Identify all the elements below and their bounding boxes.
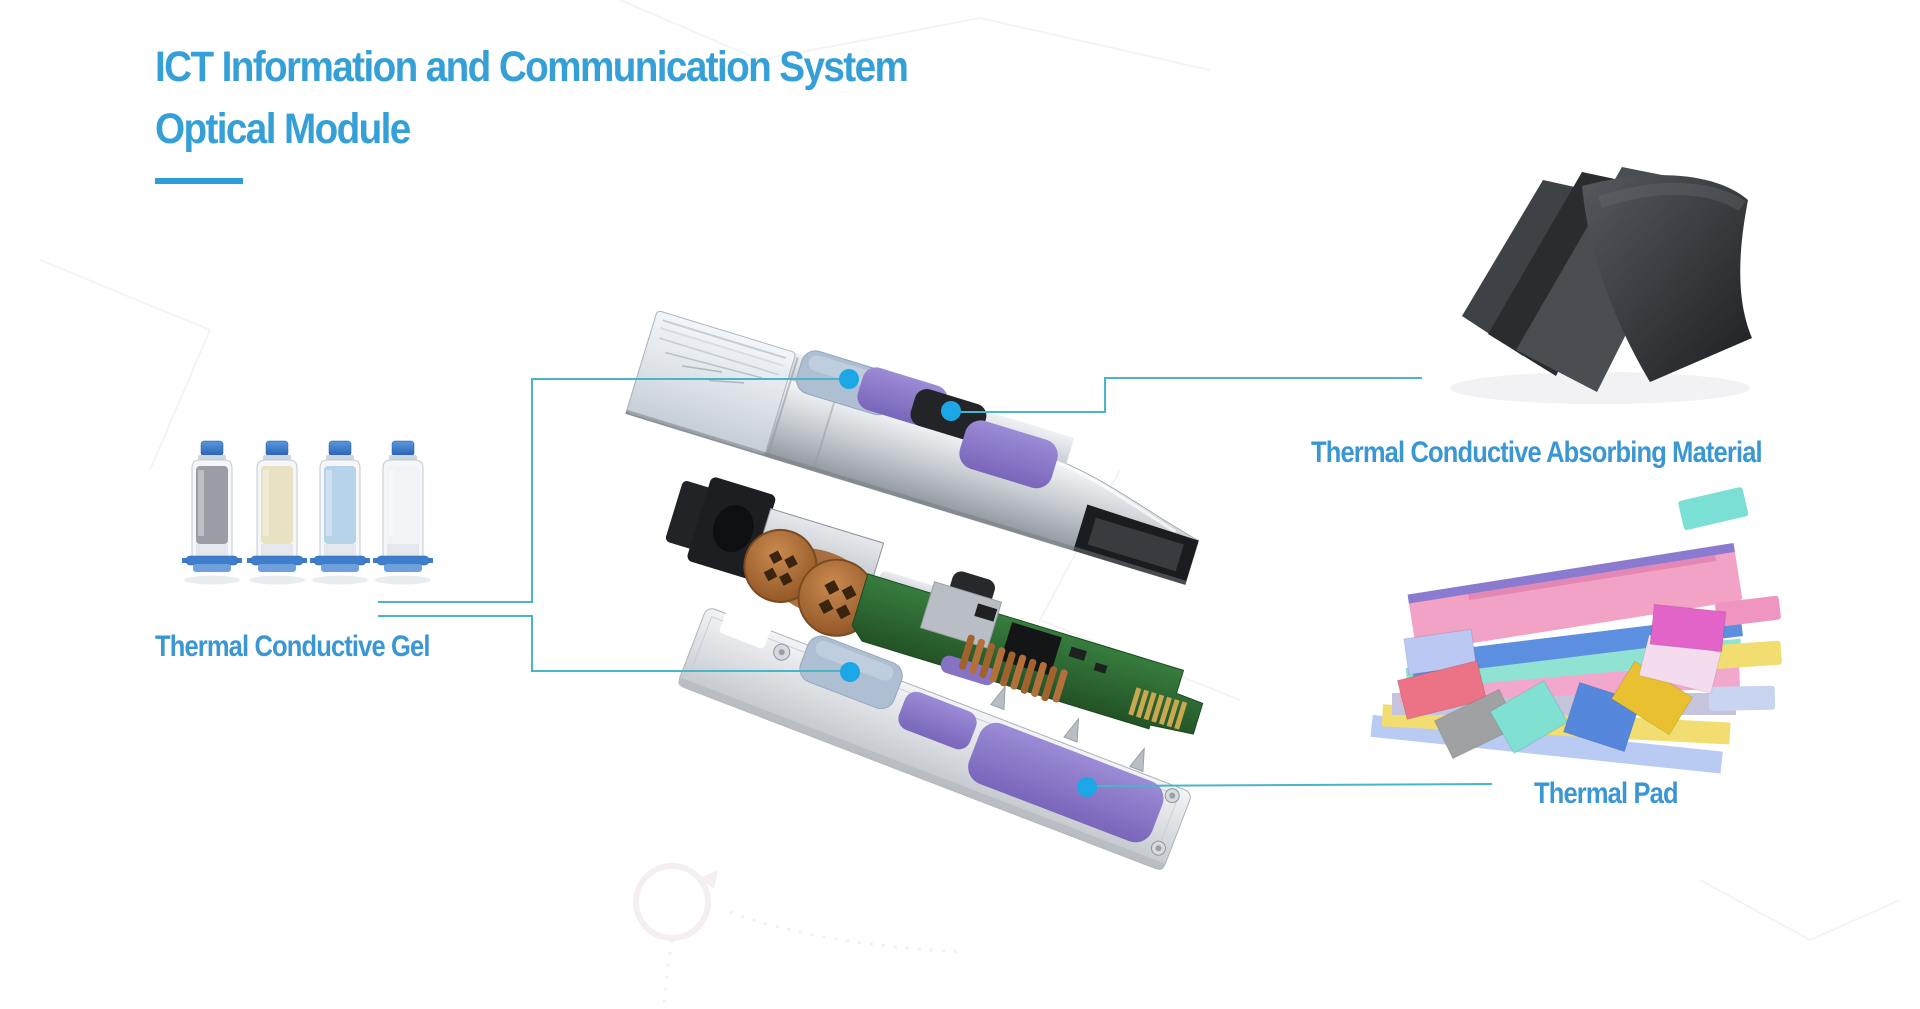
hotspot-dot-gel-bottom: [840, 662, 860, 682]
absorbing-sheet-curved: [1582, 175, 1752, 382]
title-line-1: ICT Information and Communication System: [155, 43, 909, 91]
plate-post: [1063, 717, 1080, 743]
gel-syringe-1: [182, 440, 242, 585]
sample-pad: [1489, 680, 1569, 754]
gold-edge-fingers: [1128, 687, 1188, 730]
sample-pad: [1649, 603, 1727, 653]
optical-module-optical-engine: [665, 477, 1204, 735]
label-thermal-conductive-gel: Thermal Conductive Gel: [155, 630, 430, 663]
syringe-flange: [250, 555, 304, 566]
page-title: ICT Information and Communication System…: [155, 36, 991, 160]
plate-post: [1129, 746, 1145, 773]
purple-pad-bottom-small: [898, 691, 977, 750]
label-thermal-pad: Thermal Pad: [1534, 777, 1679, 810]
pad-tab: [1715, 595, 1781, 627]
thermal-pad-stack-illustration: [1370, 487, 1782, 774]
pad-tab: [1714, 640, 1782, 669]
syringe-cap: [200, 440, 224, 457]
title-underline: [155, 178, 243, 184]
hotspot-dot-gel-top: [839, 369, 859, 389]
hotspot-dot-absorbing: [941, 401, 961, 421]
pad-tab: [1678, 487, 1749, 531]
sample-pad: [1396, 660, 1488, 720]
syringe-cap: [265, 440, 289, 457]
callout-connectors: [378, 377, 1493, 787]
purple-pad-bottom-large: [968, 722, 1164, 843]
thermal-gel-syringes-illustration: [182, 440, 433, 585]
connector-line-pad: [1086, 783, 1493, 787]
label-thermal-conductive-absorbing-material: Thermal Conductive Absorbing Material: [1311, 436, 1763, 469]
optical-module-bottom-plate: [678, 608, 1191, 871]
metal-lid-chip: [919, 581, 1003, 649]
watermark-logo-circle: [633, 863, 711, 941]
pad-tab: [1708, 685, 1776, 711]
ic-chip: [1000, 622, 1062, 676]
syringe-cap: [391, 440, 415, 457]
purple-pad-top-2: [959, 420, 1058, 489]
syringe-flange: [313, 555, 367, 566]
transparent-cover-section: [626, 310, 796, 455]
syringe-flange: [376, 555, 430, 566]
gel-syringe-2: [247, 440, 307, 585]
connector-line-absorbing: [951, 377, 1422, 413]
pad-sheet-top: [1407, 543, 1743, 652]
gel-syringe-4: [373, 440, 433, 585]
title-line-2: Optical Module: [155, 105, 411, 153]
gel-column: [261, 466, 293, 544]
thermal-pad-samples: [1396, 603, 1727, 760]
gel-column: [387, 466, 419, 544]
absorbing-sheets-illustration: [1450, 167, 1752, 404]
connector-line-gel-top: [378, 378, 846, 603]
callout-hotspots: [839, 369, 1097, 797]
syringe-cap: [328, 440, 352, 457]
hotspot-dot-pad: [1077, 777, 1097, 797]
syringe-flange: [185, 555, 239, 566]
connector-line-gel-bottom: [378, 615, 847, 672]
optical-module-top-shell: [625, 310, 1200, 586]
plate-post: [989, 685, 1006, 711]
gel-column: [196, 466, 228, 544]
optical-module-exploded-illustration: [625, 310, 1204, 871]
plate-notch: [719, 609, 772, 649]
gel-syringe-3: [310, 440, 370, 585]
watermark-logo-arrow: [700, 870, 718, 889]
gel-column: [324, 466, 356, 544]
copper-coil: [958, 634, 1068, 703]
copper-flex-disc-1: [743, 528, 818, 603]
